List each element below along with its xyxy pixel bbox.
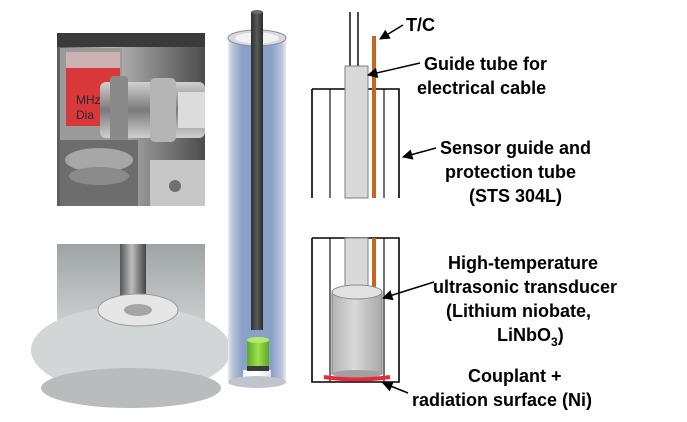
label-guide-tube-line1: Guide tube for — [424, 54, 547, 74]
label-sensor-guide-line1: Sensor guide and — [440, 138, 591, 158]
arrow-sensor-guide — [401, 147, 437, 160]
render-cable-rod — [251, 12, 263, 330]
label-linbo-sub: 3 — [551, 335, 558, 349]
guide-tube-lower — [344, 237, 369, 287]
transducer-photo — [31, 244, 231, 408]
label-transducer-line4: LiNbO3) — [497, 325, 564, 349]
label-transducer-line3: (Lithium niobate, — [446, 301, 591, 321]
label-transducer-line2: ultrasonic transducer — [433, 277, 617, 297]
electrical-cable — [349, 12, 359, 66]
label-transducer-line1: High-temperature — [448, 253, 598, 273]
annotation-arrows — [366, 24, 437, 394]
thermocouple — [372, 36, 376, 290]
arrow-guide-tube — [366, 62, 421, 78]
label-linbo-end: ) — [558, 325, 564, 345]
label-sensor-guide-line3: (STS 304L) — [469, 186, 562, 206]
arrow-tc — [379, 24, 404, 40]
label-linbo-main: LiNbO — [497, 325, 551, 345]
protection-tube-upper — [311, 88, 400, 198]
sticker-text-line2: Dia — [76, 108, 94, 122]
schematic — [311, 12, 400, 383]
guide-tube-upper — [344, 65, 369, 199]
ultrasonic-transducer — [331, 284, 383, 378]
render-transducer — [247, 340, 269, 366]
connector-photo: MHz Dia — [57, 33, 205, 206]
sensor-render — [227, 10, 287, 388]
label-sensor-guide-line2: protection tube — [445, 162, 576, 182]
protection-tube-lower — [311, 237, 400, 383]
arrow-couplant — [382, 381, 409, 394]
couplant-layer — [323, 375, 391, 382]
arrow-transducer — [381, 281, 435, 301]
label-tc: T/C — [406, 15, 435, 35]
label-couplant-line1: Couplant + — [468, 366, 562, 386]
label-couplant-line2: radiation surface (Ni) — [412, 390, 592, 410]
label-guide-tube-line2: electrical cable — [417, 78, 546, 98]
sticker-text-line1: MHz — [76, 93, 101, 107]
